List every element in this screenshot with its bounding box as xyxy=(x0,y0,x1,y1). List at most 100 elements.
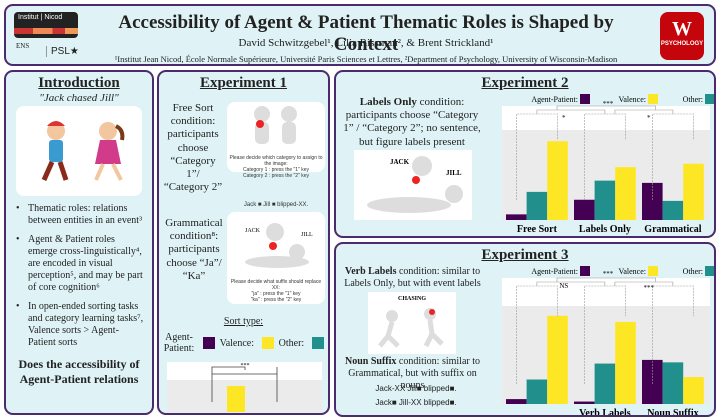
jack-label: JACK xyxy=(245,228,261,234)
significance-label: *** xyxy=(241,363,250,369)
bullet: Agent & Patient roles emerge cross-lingu… xyxy=(14,234,146,294)
legend-swatch xyxy=(648,266,658,276)
legend-label: Valence: xyxy=(618,267,646,276)
bar-other xyxy=(526,379,548,404)
stimulus-sentence: Jack ■ Jill ■ blipped-XX. xyxy=(243,202,309,208)
caption: Category 2 : press the "2" key xyxy=(242,173,310,179)
category-label: Noun Suffix xyxy=(647,408,698,417)
legend-valence: Valence: xyxy=(219,337,255,349)
legend-label: Valence: xyxy=(618,95,646,104)
grammatical-stimulus: JACK JILL Please decide what suffix shoul… xyxy=(227,212,325,304)
caption: Please decide what suffix should replace… xyxy=(230,279,322,291)
significance-label: *** xyxy=(603,100,614,108)
bar-valence xyxy=(683,377,704,404)
poster-header: Institut | Nicod ENS PSL★ Accessibility … xyxy=(4,4,716,66)
significance-bracket xyxy=(536,105,674,114)
bar-agentpatient xyxy=(506,214,527,220)
figures-image xyxy=(254,106,297,144)
example-quote: "Jack chased Jill" xyxy=(39,92,119,104)
bar-valence xyxy=(615,167,636,220)
agent-patient-swatch xyxy=(202,337,215,349)
free-sort-description: Free Sort condition: participants choose… xyxy=(163,102,223,194)
figures-image: JACK JILL xyxy=(367,156,463,213)
legend-swatch xyxy=(648,94,658,104)
chasing-image: CHASING xyxy=(378,296,444,348)
bar-valence xyxy=(547,315,568,404)
sort-type-legend: Agent-Patient: Valence: Other: xyxy=(163,332,324,354)
section-title: Introduction xyxy=(38,75,120,91)
logo-text: PSYCHOLOGY xyxy=(660,41,704,47)
bar-valence xyxy=(683,163,704,220)
running-kids-image xyxy=(41,121,125,182)
plot-header xyxy=(502,278,710,306)
significance-label: NS xyxy=(559,282,568,290)
chasing-label: CHASING xyxy=(398,296,426,302)
intro-bullets: Thematic roles: relations between entiti… xyxy=(6,203,152,349)
labels-only-description: Labels Only condition: participants choo… xyxy=(342,96,482,149)
noun-suffix-description: Noun Suffix condition: similar to Gramma… xyxy=(340,356,485,392)
bar-agentpatient xyxy=(574,199,595,220)
bar-other xyxy=(662,200,684,220)
verb-labels-stimulus: CHASING xyxy=(368,292,456,354)
research-question: Does the accessibility of Agent-Patient … xyxy=(18,357,140,386)
caption: Please decide which category to assign t… xyxy=(229,155,323,167)
legend-swatch xyxy=(580,94,590,104)
plot-header xyxy=(502,106,710,130)
free-sort-stimulus: Please decide which category to assign t… xyxy=(227,102,325,179)
condition-text: condition: participants choose “Category… xyxy=(343,96,481,148)
category-label: Labels Only xyxy=(579,224,631,235)
bar-other xyxy=(526,191,548,220)
jill-label: JILL xyxy=(446,169,462,177)
legend-swatch xyxy=(705,94,714,104)
bullet: Thematic roles: relations between entiti… xyxy=(14,203,146,227)
condition-name: Verb Labels xyxy=(344,266,397,277)
authors: David Schwitzgebel¹, Lilia Rissman², & B… xyxy=(238,37,494,49)
noun-suffix-example: Jack■ Jill-XX blipped■. xyxy=(375,398,457,407)
condition-text: condition: similar to Grammatical, but w… xyxy=(348,356,480,391)
noun-suffix-example: Jack-XX Jill■ blipped■. xyxy=(375,384,457,393)
legend-label: Agent-Patient: xyxy=(531,95,578,104)
significance-label: * xyxy=(562,114,566,122)
other-swatch xyxy=(311,337,324,349)
condition-name: Labels Only xyxy=(359,96,417,108)
significance-label: * xyxy=(647,114,651,122)
bar-valence xyxy=(547,141,568,220)
condition-name: Noun Suffix xyxy=(344,356,397,367)
jill-label: JILL xyxy=(301,232,313,238)
valence-bar xyxy=(227,386,245,412)
verb-labels-description: Verb Labels condition: similar to Labels… xyxy=(340,266,485,290)
legend-label: Agent-Patient: xyxy=(531,267,578,276)
logo-letter: W xyxy=(672,18,692,40)
bar-valence xyxy=(615,321,636,404)
experiment-1-panel: Experiment 1 Free Sort condition: partic… xyxy=(157,70,330,415)
sort-type-label: Sort type: xyxy=(223,316,264,327)
valence-swatch xyxy=(261,337,274,349)
category-label: Verb Labels xyxy=(579,408,631,417)
section-title: Experiment 1 xyxy=(199,75,288,91)
poster-title: Accessibility of Agent & Patient Themati… xyxy=(118,12,614,55)
legend-agent-patient: Agent-Patient: xyxy=(163,332,195,354)
significance-label: *** xyxy=(644,284,655,292)
affiliations: ¹Institut Jean Nicod, École Normale Supé… xyxy=(114,54,618,64)
children-chasing-illustration xyxy=(16,106,142,196)
experiment-1-chart: *** xyxy=(167,362,322,412)
legend-swatch xyxy=(580,266,590,276)
caption: "ja" : press the "1" key xyxy=(251,291,301,297)
category-label: Free Sort xyxy=(517,224,558,235)
experiment-2-panel: Experiment 2 Labels Only condition: part… xyxy=(334,70,716,238)
condition-text: condition: similar to Labels Only, but w… xyxy=(344,266,481,289)
jack-label: JACK xyxy=(390,158,410,166)
grammatical-description: Grammatical condition⁸: participants cho… xyxy=(165,217,223,282)
legend-label: Other: xyxy=(683,267,703,276)
labels-only-stimulus: JACK JILL xyxy=(354,150,472,220)
bar-agentpatient xyxy=(506,399,527,404)
bar-other xyxy=(594,363,616,404)
significance-bracket xyxy=(536,277,674,286)
experiment-3-panel: Experiment 3 Verb Labels condition: simi… xyxy=(334,242,716,417)
figures-image: JACK JILL xyxy=(245,223,313,268)
logo-text: Institut | Nicod xyxy=(18,14,63,21)
experiment-3-chart: Agent-Patient: Valence: Other: Verb Labels N… xyxy=(502,266,714,417)
ens-logo: ENS xyxy=(16,42,30,50)
